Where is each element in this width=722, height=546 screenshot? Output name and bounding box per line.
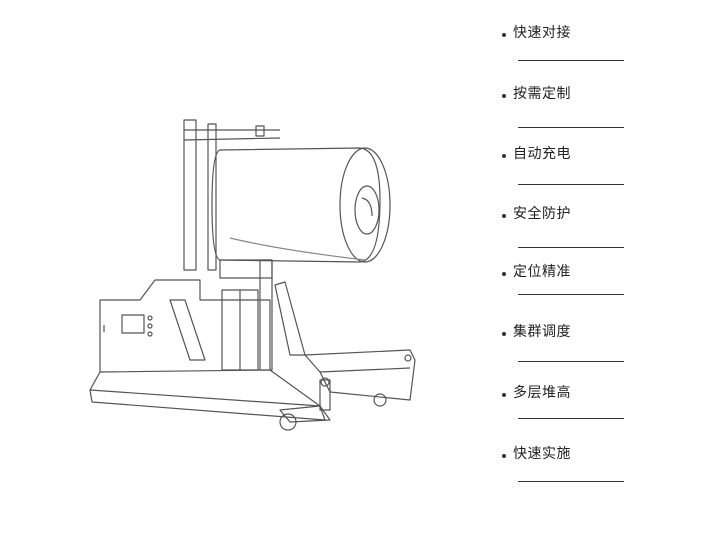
bullet-dot (502, 153, 506, 158)
bullet-dot (502, 93, 506, 98)
agv-forklift-sketch (89, 119, 416, 431)
feature-underline (518, 418, 624, 419)
feature-label: 快速实施 (513, 446, 571, 462)
feature-label: 安全防护 (513, 206, 571, 222)
feature-label: 多层堆高 (513, 385, 571, 401)
feature-underline (518, 184, 624, 185)
feature-label: 按需定制 (513, 86, 571, 102)
feature-label: 快速对接 (513, 25, 571, 41)
feature-label: 集群调度 (513, 324, 571, 340)
feature-item: 集群调度 (502, 321, 624, 362)
bullet-dot (502, 331, 506, 336)
feature-item: 快速实施 (502, 443, 624, 482)
bullet-dot (502, 453, 506, 458)
bullet-dot (502, 32, 506, 37)
bullet-dot (502, 271, 506, 276)
feature-item: 自动充电 (502, 143, 624, 185)
feature-underline (518, 294, 624, 295)
bullet-dot (502, 213, 506, 218)
feature-underline (518, 361, 624, 362)
feature-underline (518, 127, 624, 128)
feature-item: 快速对接 (502, 22, 624, 61)
feature-item: 多层堆高 (502, 382, 624, 419)
bullet-dot (502, 392, 506, 397)
feature-underline (518, 60, 624, 61)
feature-item: 定位精准 (502, 261, 624, 295)
feature-item: 按需定制 (502, 83, 624, 128)
feature-label: 定位精准 (513, 264, 571, 280)
feature-item: 安全防护 (502, 203, 624, 248)
feature-underline (518, 247, 624, 248)
feature-underline (518, 481, 624, 482)
feature-label: 自动充电 (513, 146, 571, 162)
